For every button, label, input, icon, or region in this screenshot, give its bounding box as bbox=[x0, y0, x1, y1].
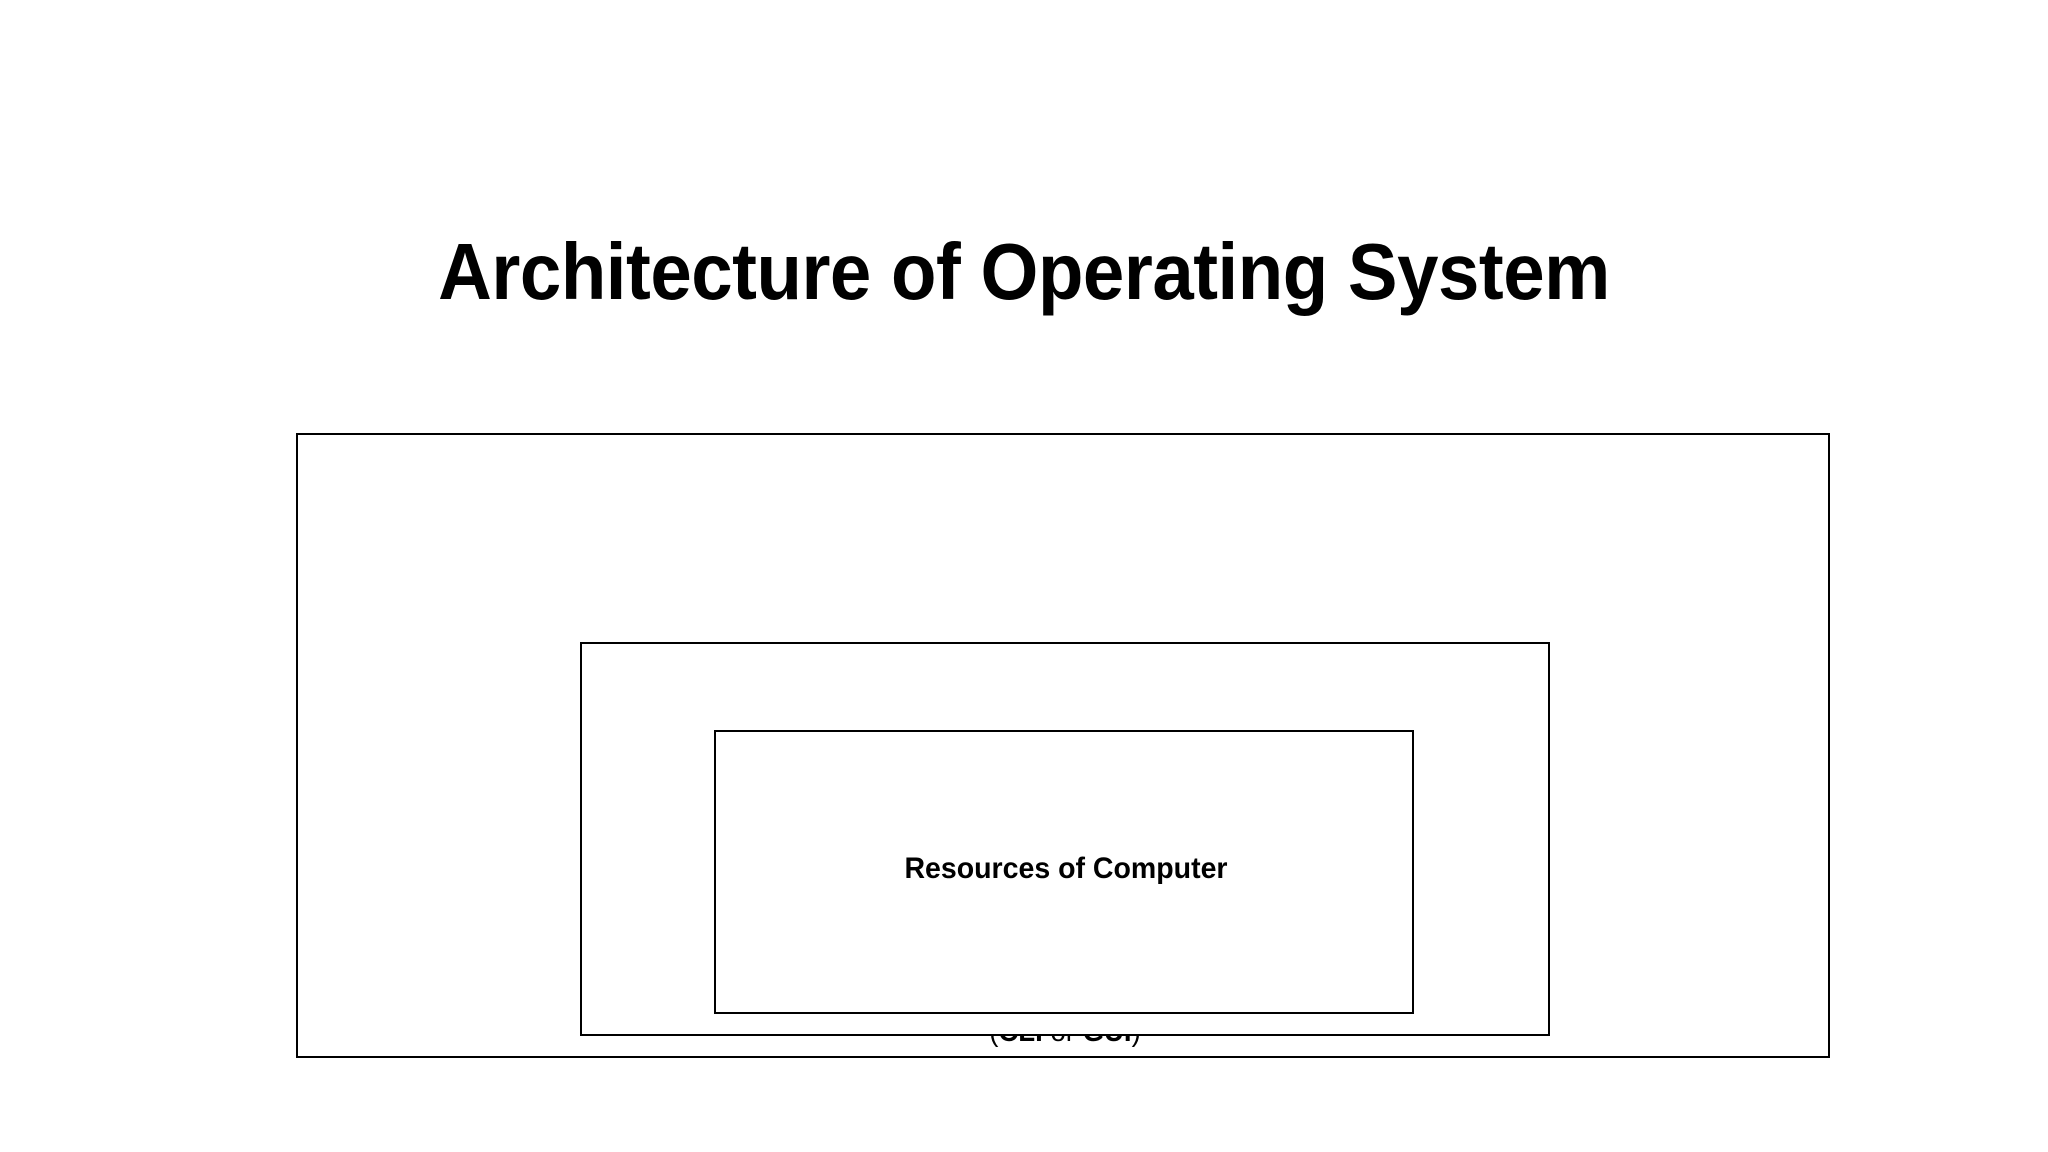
kernel-box: Kernel Resources of Computer bbox=[580, 642, 1550, 1036]
resources-of-computer-label: Resources of Computer bbox=[904, 852, 1228, 885]
page-title: Architecture of Operating System bbox=[438, 226, 1610, 316]
resources-of-computer-box: Resources of Computer bbox=[714, 730, 1414, 1014]
operating-system-box: Operating System (CLI or GUI) Kernel Res… bbox=[296, 433, 1830, 1058]
